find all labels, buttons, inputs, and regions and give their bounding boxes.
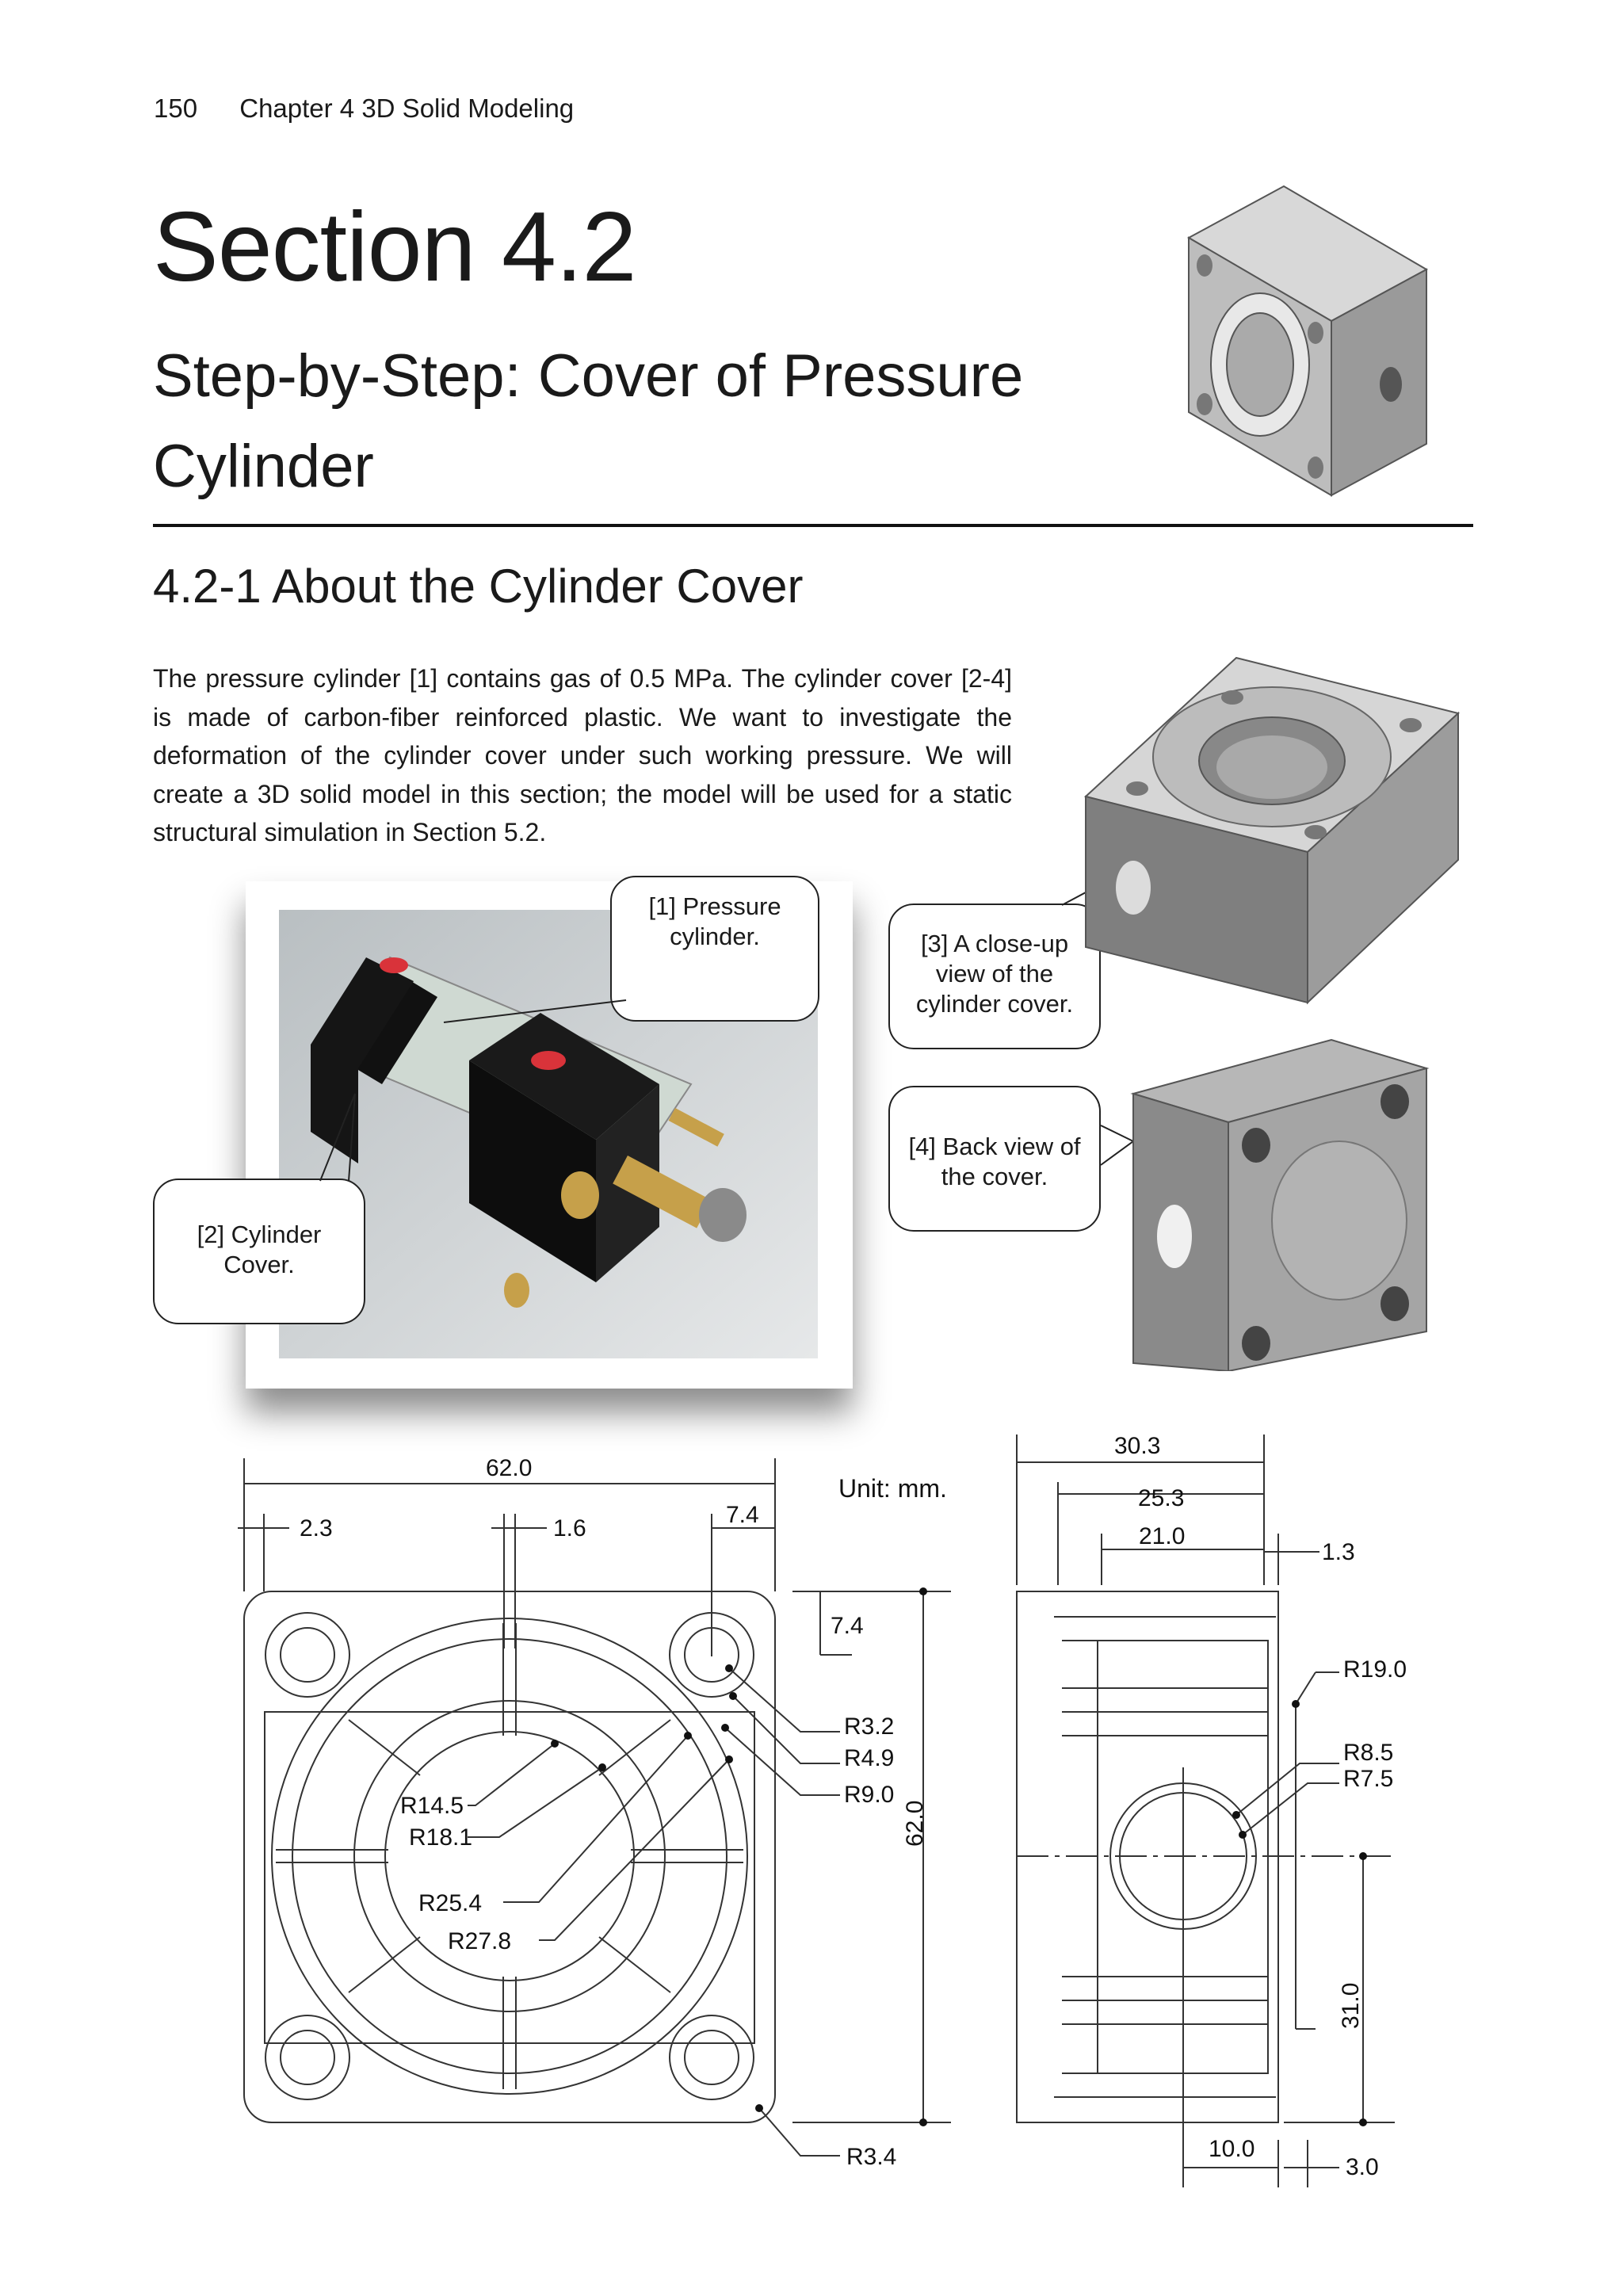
section-rule bbox=[153, 524, 1473, 527]
dim-r-inner: R14.5 bbox=[400, 1793, 464, 1819]
dim-depth2: 25.3 bbox=[1138, 1485, 1185, 1511]
dim-r-a: R8.5 bbox=[1343, 1740, 1394, 1766]
dim-left-offset: 2.3 bbox=[300, 1515, 333, 1541]
body-paragraph: The pressure cylinder [1] contains gas o… bbox=[153, 664, 1012, 846]
cover-thumbnail-image bbox=[1186, 185, 1429, 497]
section-number: Section 4.2 bbox=[153, 193, 636, 302]
dim-height: 62.0 bbox=[902, 1800, 928, 1847]
dim-r-hole: R3.2 bbox=[844, 1713, 895, 1740]
dim-r-big: R19.0 bbox=[1343, 1656, 1407, 1683]
dim-lip: 3.0 bbox=[1346, 2154, 1379, 2180]
chapter-title: Chapter 4 3D Solid Modeling bbox=[239, 94, 575, 123]
dim-rib: 1.6 bbox=[553, 1515, 586, 1541]
subsection-heading: 4.2-1 About the Cylinder Cover bbox=[153, 560, 804, 613]
dim-depth3: 21.0 bbox=[1139, 1523, 1186, 1549]
dim-width: 62.0 bbox=[486, 1455, 533, 1481]
cover-back-view-image bbox=[1130, 1038, 1430, 1371]
dim-r-outer2: R27.8 bbox=[448, 1928, 512, 1954]
dim-depth: 30.3 bbox=[1114, 1433, 1161, 1459]
callout-close-up: [3] A close-up view of the cylinder cove… bbox=[888, 904, 1101, 1049]
callout-pressure-cylinder: [1] Pressure cylinder. bbox=[610, 876, 819, 1022]
dim-r-b: R7.5 bbox=[1343, 1766, 1394, 1792]
dim-hole-depth: 10.0 bbox=[1209, 2136, 1255, 2162]
dim-hole-offset-x: 7.4 bbox=[726, 1502, 759, 1528]
dim-center-height: 31.0 bbox=[1338, 1982, 1364, 2029]
dim-hole-offset-y: 7.4 bbox=[831, 1613, 864, 1639]
running-header: 150 Chapter 4 3D Solid Modeling bbox=[154, 94, 574, 124]
dim-step: 1.3 bbox=[1322, 1539, 1355, 1565]
dim-r-edge: R3.4 bbox=[846, 2144, 897, 2170]
page-number: 150 bbox=[154, 94, 198, 123]
unit-label: Unit: mm. bbox=[838, 1474, 947, 1503]
dim-r-outer: R25.4 bbox=[418, 1890, 483, 1916]
callout-cylinder-cover: [2] Cylinder Cover. bbox=[153, 1179, 365, 1324]
callout-back-view: [4] Back view of the cover. bbox=[888, 1086, 1101, 1232]
dim-r-corner-cut: R9.0 bbox=[844, 1782, 895, 1808]
dim-r-boss: R4.9 bbox=[844, 1745, 895, 1771]
dim-r-inner2: R18.1 bbox=[409, 1824, 473, 1851]
section-title: Step-by-Step: Cover of Pressure Cylinder bbox=[153, 342, 1024, 500]
cover-close-up-image bbox=[1083, 656, 1461, 1005]
